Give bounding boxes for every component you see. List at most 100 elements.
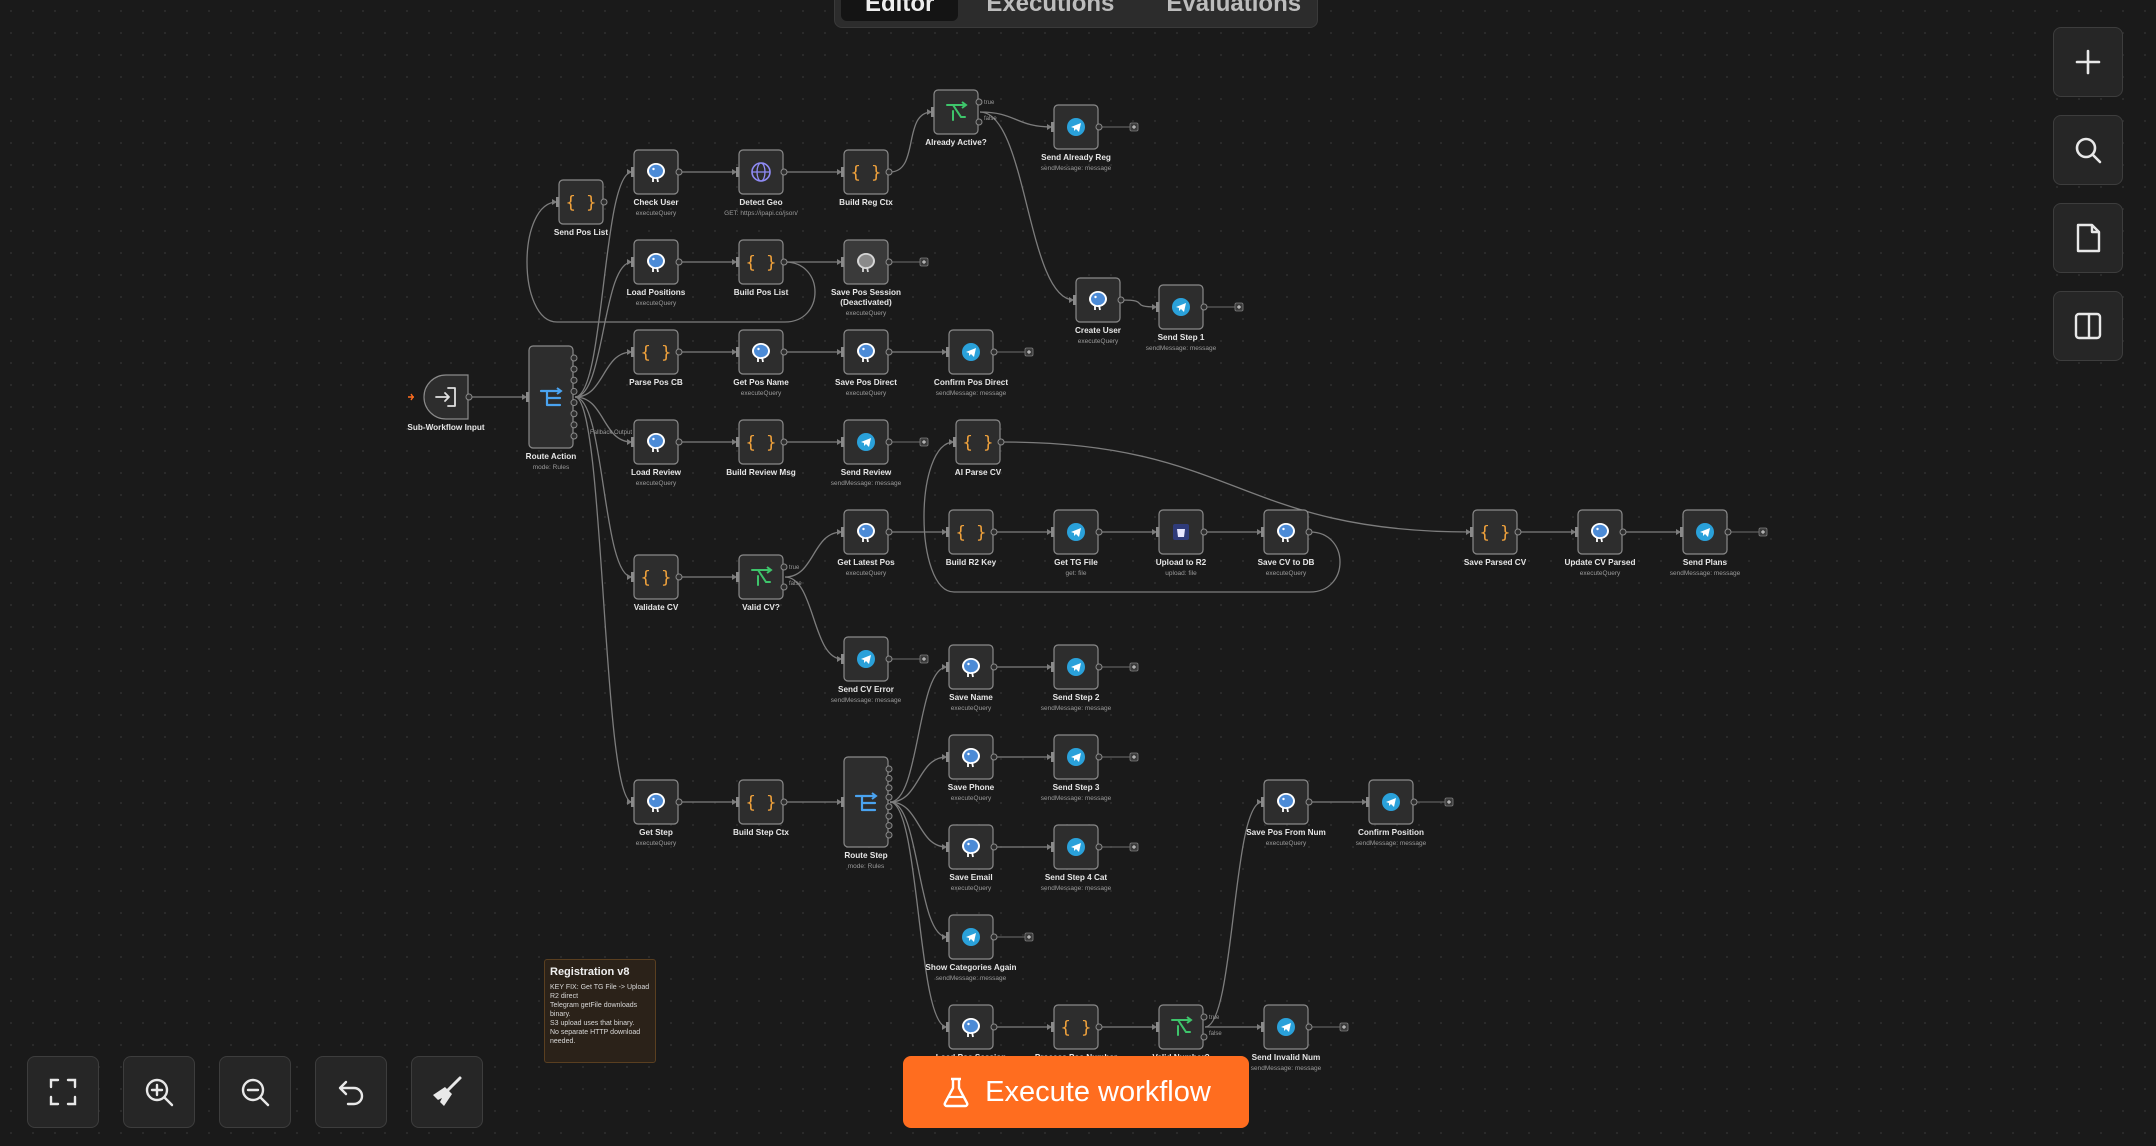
input-handle[interactable] xyxy=(736,347,739,357)
input-handle[interactable] xyxy=(556,197,559,207)
add-connection-handle[interactable] xyxy=(1758,527,1768,537)
connection-route_action-to-load_positions[interactable] xyxy=(574,261,633,398)
undo-button[interactable] xyxy=(315,1056,387,1128)
output-handle[interactable] xyxy=(1200,1033,1208,1041)
output-handle[interactable] xyxy=(885,258,893,266)
input-handle[interactable] xyxy=(1156,1022,1159,1032)
connection-route_action-to-load_review[interactable] xyxy=(574,396,633,443)
input-handle[interactable] xyxy=(946,842,949,852)
output-handle[interactable] xyxy=(570,354,578,362)
node-already-active[interactable]: Already Active? xyxy=(925,89,987,147)
output-handle[interactable] xyxy=(1095,1023,1103,1031)
connection-already_active-to-send_already_reg[interactable] xyxy=(979,111,1053,128)
connection-already_active-to-create_user[interactable] xyxy=(979,111,1075,301)
input-handle[interactable] xyxy=(1051,527,1054,537)
add-connection-handle[interactable] xyxy=(1024,932,1034,942)
output-handle[interactable] xyxy=(885,812,893,820)
input-handle[interactable] xyxy=(841,167,844,177)
node-build-reg-ctx[interactable]: { }Build Reg Ctx xyxy=(839,149,893,207)
search-nodes-button[interactable] xyxy=(2053,115,2123,185)
input-handle[interactable] xyxy=(736,167,739,177)
tidy-up-button[interactable] xyxy=(411,1056,483,1128)
connection-build_reg_ctx-to-already_active[interactable] xyxy=(889,111,933,173)
output-handle[interactable] xyxy=(1200,303,1208,311)
output-handle[interactable] xyxy=(1305,798,1313,806)
output-handle[interactable] xyxy=(1724,528,1732,536)
input-handle[interactable] xyxy=(946,527,949,537)
input-handle[interactable] xyxy=(631,437,634,447)
zoom-in-button[interactable] xyxy=(123,1056,195,1128)
output-handle[interactable] xyxy=(975,118,983,126)
output-handle[interactable] xyxy=(990,348,998,356)
input-handle[interactable] xyxy=(1575,527,1578,537)
output-handle[interactable] xyxy=(1095,663,1103,671)
add-connection-handle[interactable] xyxy=(1339,1022,1349,1032)
output-handle[interactable] xyxy=(780,798,788,806)
node-validate-cv[interactable]: { }Validate CV xyxy=(631,554,683,612)
input-handle[interactable] xyxy=(841,257,844,267)
output-handle[interactable] xyxy=(885,831,893,839)
sticky-note[interactable]: Registration v8 KEY FIX: Get TG File -> … xyxy=(544,959,656,1063)
output-handle[interactable] xyxy=(1410,798,1418,806)
sticky-note-button[interactable] xyxy=(2053,203,2123,273)
input-handle[interactable] xyxy=(841,654,844,664)
add-connection-handle[interactable] xyxy=(919,437,929,447)
output-handle[interactable] xyxy=(1305,528,1313,536)
output-handle[interactable] xyxy=(990,663,998,671)
input-handle[interactable] xyxy=(1051,1022,1054,1032)
node-valid-number[interactable]: Valid Number? xyxy=(1152,1004,1210,1062)
output-handle[interactable] xyxy=(675,348,683,356)
connection-route_step-to-save_phone[interactable] xyxy=(889,756,948,803)
output-handle[interactable] xyxy=(997,438,1005,446)
input-handle[interactable] xyxy=(736,572,739,582)
tab-executions[interactable]: Executions xyxy=(986,0,1115,17)
input-handle[interactable] xyxy=(736,437,739,447)
input-handle[interactable] xyxy=(1261,527,1264,537)
add-connection-handle[interactable] xyxy=(1234,302,1244,312)
output-handle[interactable] xyxy=(570,376,578,384)
add-connection-handle[interactable] xyxy=(919,257,929,267)
output-handle[interactable] xyxy=(780,563,788,571)
node-save-parsed-cv[interactable]: { }Save Parsed CV xyxy=(1464,509,1527,567)
input-handle[interactable] xyxy=(953,437,956,447)
input-handle[interactable] xyxy=(631,167,634,177)
output-handle[interactable] xyxy=(570,421,578,429)
output-handle[interactable] xyxy=(885,784,893,792)
output-handle[interactable] xyxy=(465,393,473,401)
input-handle[interactable] xyxy=(631,572,634,582)
output-handle[interactable] xyxy=(675,168,683,176)
output-handle[interactable] xyxy=(885,774,893,782)
output-handle[interactable] xyxy=(1619,528,1627,536)
connection-route_step-to-save_email[interactable] xyxy=(889,801,948,848)
output-handle[interactable] xyxy=(885,822,893,830)
add-node-button[interactable] xyxy=(2053,27,2123,97)
output-handle[interactable] xyxy=(1305,1023,1313,1031)
output-handle[interactable] xyxy=(885,348,893,356)
output-handle[interactable] xyxy=(570,410,578,418)
connection-build_pos_list-to-send_pos_list[interactable] xyxy=(526,201,816,323)
input-handle[interactable] xyxy=(946,932,949,942)
connection-create_user-to-send_step1[interactable] xyxy=(1121,299,1158,308)
connection-valid_number-to-save_pos_from_num[interactable] xyxy=(1204,801,1263,1028)
node-ai-parse-cv[interactable]: { }AI Parse CV xyxy=(953,419,1005,477)
input-handle[interactable] xyxy=(631,797,634,807)
node-build-step-ctx[interactable]: { }Build Step Ctx xyxy=(733,779,789,837)
input-handle[interactable] xyxy=(841,527,844,537)
input-handle[interactable] xyxy=(841,347,844,357)
output-handle[interactable] xyxy=(780,348,788,356)
